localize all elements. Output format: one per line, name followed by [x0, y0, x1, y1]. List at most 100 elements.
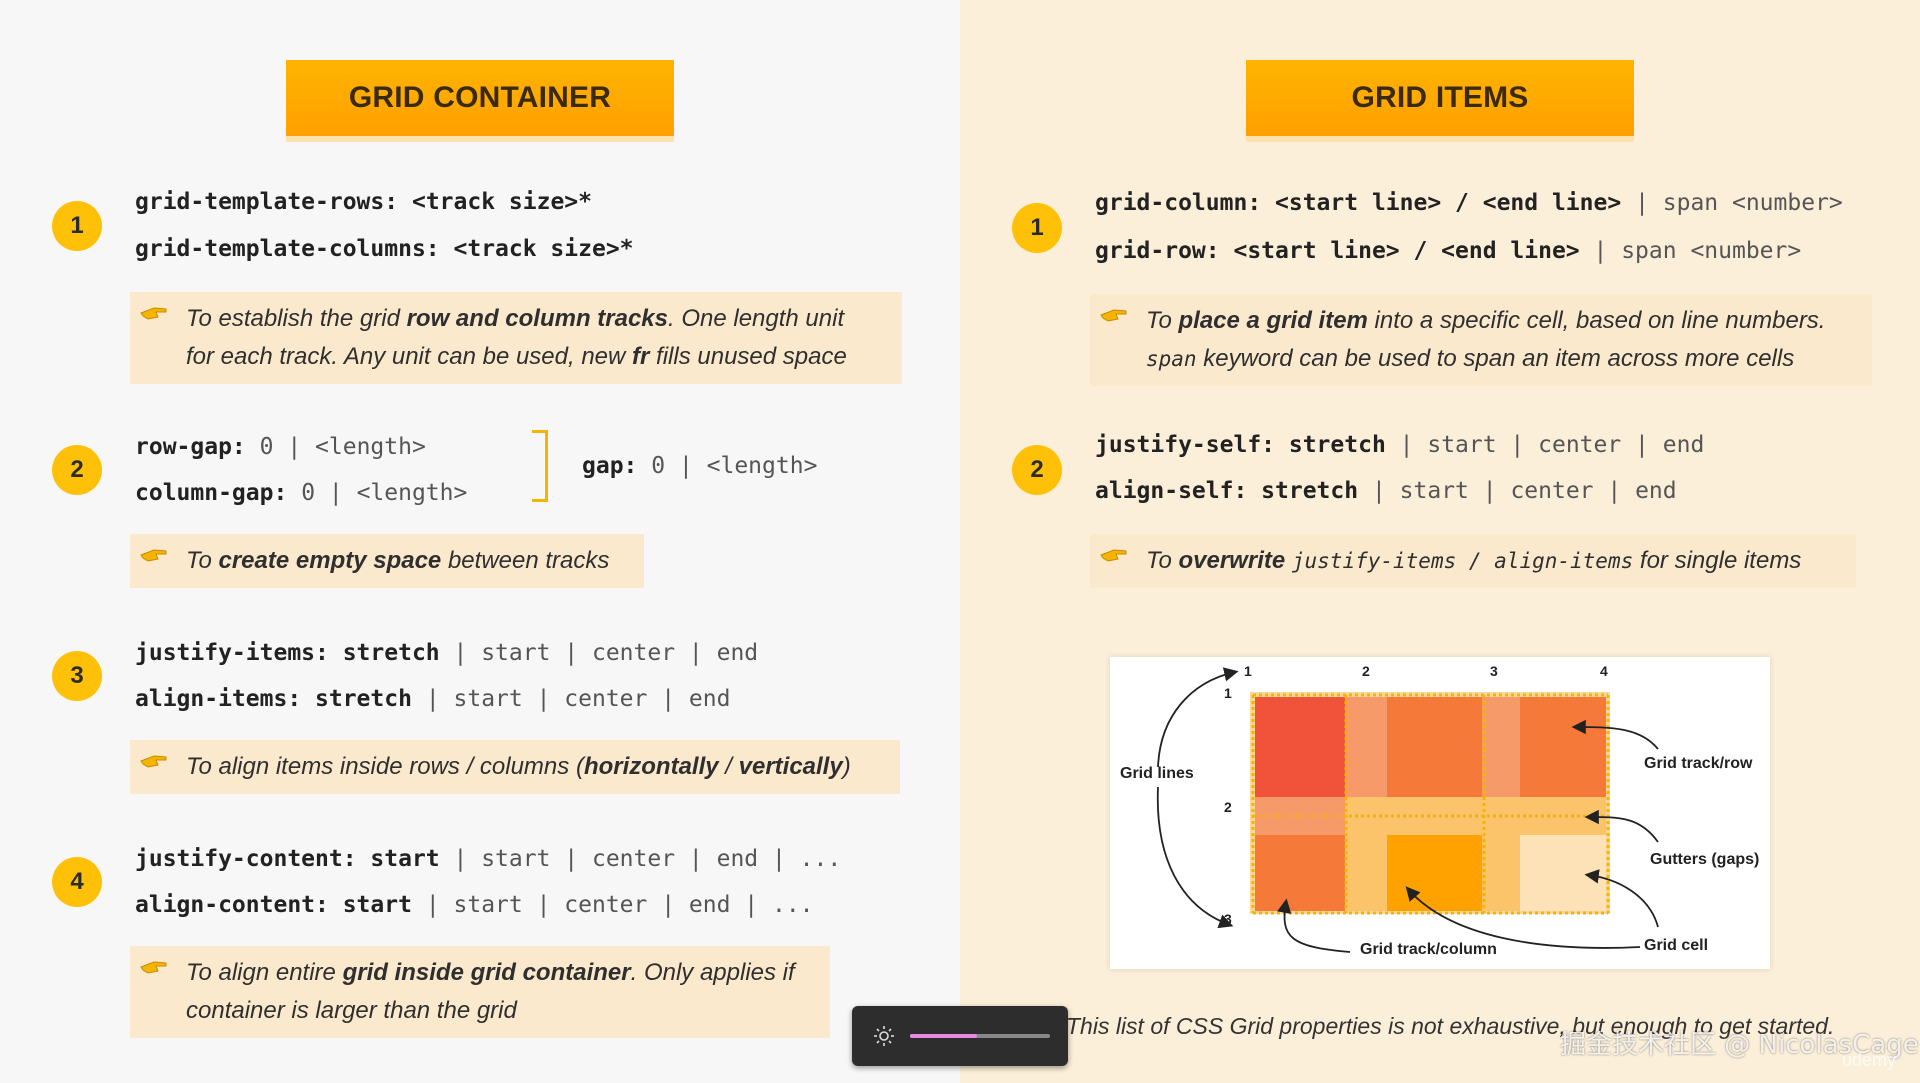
grid-gutter [1482, 835, 1520, 911]
code-value: 0 | <length> [259, 434, 426, 460]
code-value: | span <number> [1593, 238, 1802, 264]
code-prop: grid-template-rows: [135, 189, 399, 215]
code-prop: align-items: stretch [135, 686, 412, 712]
grid-gutter [1482, 697, 1520, 797]
pointing-hand-icon [140, 755, 167, 768]
code-value: 0 | <length> [651, 453, 818, 479]
code-value: | start | center | end | ... [425, 892, 814, 918]
arrow-icon [1584, 809, 1659, 843]
code-prop: grid-row: <start line> / <end line> [1095, 238, 1580, 264]
label-grid-lines: Grid lines [1120, 765, 1194, 782]
brightness-slider-fill[interactable] [910, 1034, 978, 1038]
arrow-icon [1157, 667, 1239, 768]
code-prop: column-gap: [135, 480, 288, 506]
row-line-number: 3 [1224, 911, 1232, 927]
note-line: span keyword can be used to span an item… [1146, 345, 1795, 372]
section-number-4: 4 [52, 857, 102, 907]
note-box: To place a grid item into a specific cel… [1090, 294, 1872, 386]
code-prop: grid-column: <start line> / <end line> [1095, 190, 1622, 216]
column-line-number: 2 [1362, 663, 1370, 679]
grid-diagram-graphic [1156, 667, 1659, 953]
pointing-hand-icon [140, 307, 167, 320]
code-value: | start | center | end [1399, 432, 1705, 458]
arrow-icon [1156, 786, 1234, 929]
grid-items-title: GRID ITEMS [1246, 60, 1634, 136]
code-prop: justify-self: stretch [1095, 432, 1386, 458]
note-box: To establish the grid row and column tra… [130, 292, 902, 384]
bracket [532, 430, 548, 502]
code-line: justify-self: stretch | start | center |… [1095, 432, 1704, 458]
brightness-icon [874, 1026, 894, 1046]
code-prop: justify-items: stretch [135, 640, 440, 666]
grid-lines [1251, 693, 1610, 915]
code-line: align-self: stretch | start | center | e… [1095, 478, 1677, 504]
section-number-1: 1 [52, 201, 102, 251]
code-value: | span <number> [1635, 190, 1843, 216]
note-line: for each track. Any unit can be used, ne… [186, 343, 847, 370]
label-grid-track-row: Grid track/row [1644, 755, 1753, 772]
note-box: To align entire grid inside grid contain… [130, 946, 830, 1038]
arrow-icon [1277, 898, 1351, 953]
pointing-hand-icon [1100, 549, 1127, 562]
brightness-control[interactable] [852, 1006, 1068, 1066]
code-value: | start | center | end [1371, 478, 1677, 504]
arrow-icon [1584, 869, 1659, 928]
column-line-number: 3 [1490, 663, 1498, 679]
code-prop: gap: [582, 453, 638, 479]
code-value: <track size>* [411, 189, 592, 215]
code-line: align-items: stretch | start | center | … [135, 686, 730, 712]
pointing-hand-icon [140, 549, 167, 562]
note-line: container is larger than the grid [186, 997, 517, 1024]
footer-note: This list of CSS Grid properties is not … [1066, 1013, 1835, 1039]
section-number-3: 3 [52, 651, 102, 701]
code-prop: justify-content: start [135, 846, 440, 872]
code-prop: row-gap: [135, 434, 246, 460]
code-line: gap: 0 | <length> [582, 453, 817, 479]
note-line: To align entire grid inside grid contain… [186, 959, 795, 986]
code-line: grid-template-rows: <track size>* [135, 189, 592, 215]
code-line: grid-row: <start line> / <end line> | sp… [1095, 238, 1801, 264]
grid-cell [1255, 697, 1345, 797]
section-number-1: 1 [1012, 203, 1062, 253]
code-line: justify-items: stretch | start | center … [135, 640, 758, 666]
code-line: column-gap: 0 | <length> [135, 480, 467, 506]
udemy-watermark: udemy [1842, 1050, 1897, 1070]
label-grid-cell: Grid cell [1644, 937, 1709, 954]
grid-diagram: 1 2 3 4 1 2 3 Grid lines Grid track/row … [1110, 657, 1770, 969]
grid-cell [1255, 835, 1345, 911]
row-line-number: 2 [1224, 799, 1232, 815]
note-line: To place a grid item into a specific cel… [1146, 307, 1826, 334]
row-line-number: 1 [1224, 685, 1232, 701]
label-gutters: Gutters (gaps) [1650, 851, 1760, 868]
grid-cell [1387, 835, 1482, 911]
watermark: 掘金技术社区 @ NicolasCage [1560, 1030, 1919, 1060]
code-line: justify-content: start | start | center … [135, 846, 841, 872]
grid-cell [1387, 697, 1482, 797]
column-line-number: 1 [1244, 663, 1252, 679]
code-value: <track size>* [453, 236, 634, 262]
arrow-icon [1571, 719, 1659, 750]
grid-gutter [1255, 797, 1345, 835]
note-box: To overwrite justify-items / align-items… [1090, 534, 1856, 588]
code-line: grid-template-columns: <track size>* [135, 236, 634, 262]
brightness-slider-track[interactable] [910, 1034, 1050, 1038]
label-grid-track-column: Grid track/column [1360, 941, 1497, 958]
note-box: To align items inside rows / columns (ho… [130, 740, 900, 794]
section-number-2: 2 [1012, 445, 1062, 495]
code-line: align-content: start | start | center | … [135, 892, 814, 918]
grid-cell [1520, 835, 1606, 911]
code-value: 0 | <length> [301, 480, 468, 506]
note-line: To establish the grid row and column tra… [186, 305, 845, 332]
column-line-number: 4 [1600, 663, 1608, 679]
code-value: | start | center | end [453, 640, 759, 666]
code-line: row-gap: 0 | <length> [135, 434, 426, 460]
code-line: grid-column: <start line> / <end line> |… [1095, 190, 1843, 216]
code-value: | start | center | end [425, 686, 731, 712]
grid-gutter [1345, 697, 1387, 797]
note-box: To create empty space between tracks [130, 534, 644, 588]
arrow-icon [1405, 886, 1641, 949]
pointing-hand-icon [140, 961, 167, 974]
pointing-hand-icon [1100, 309, 1127, 322]
code-prop: grid-template-columns: [135, 236, 440, 262]
